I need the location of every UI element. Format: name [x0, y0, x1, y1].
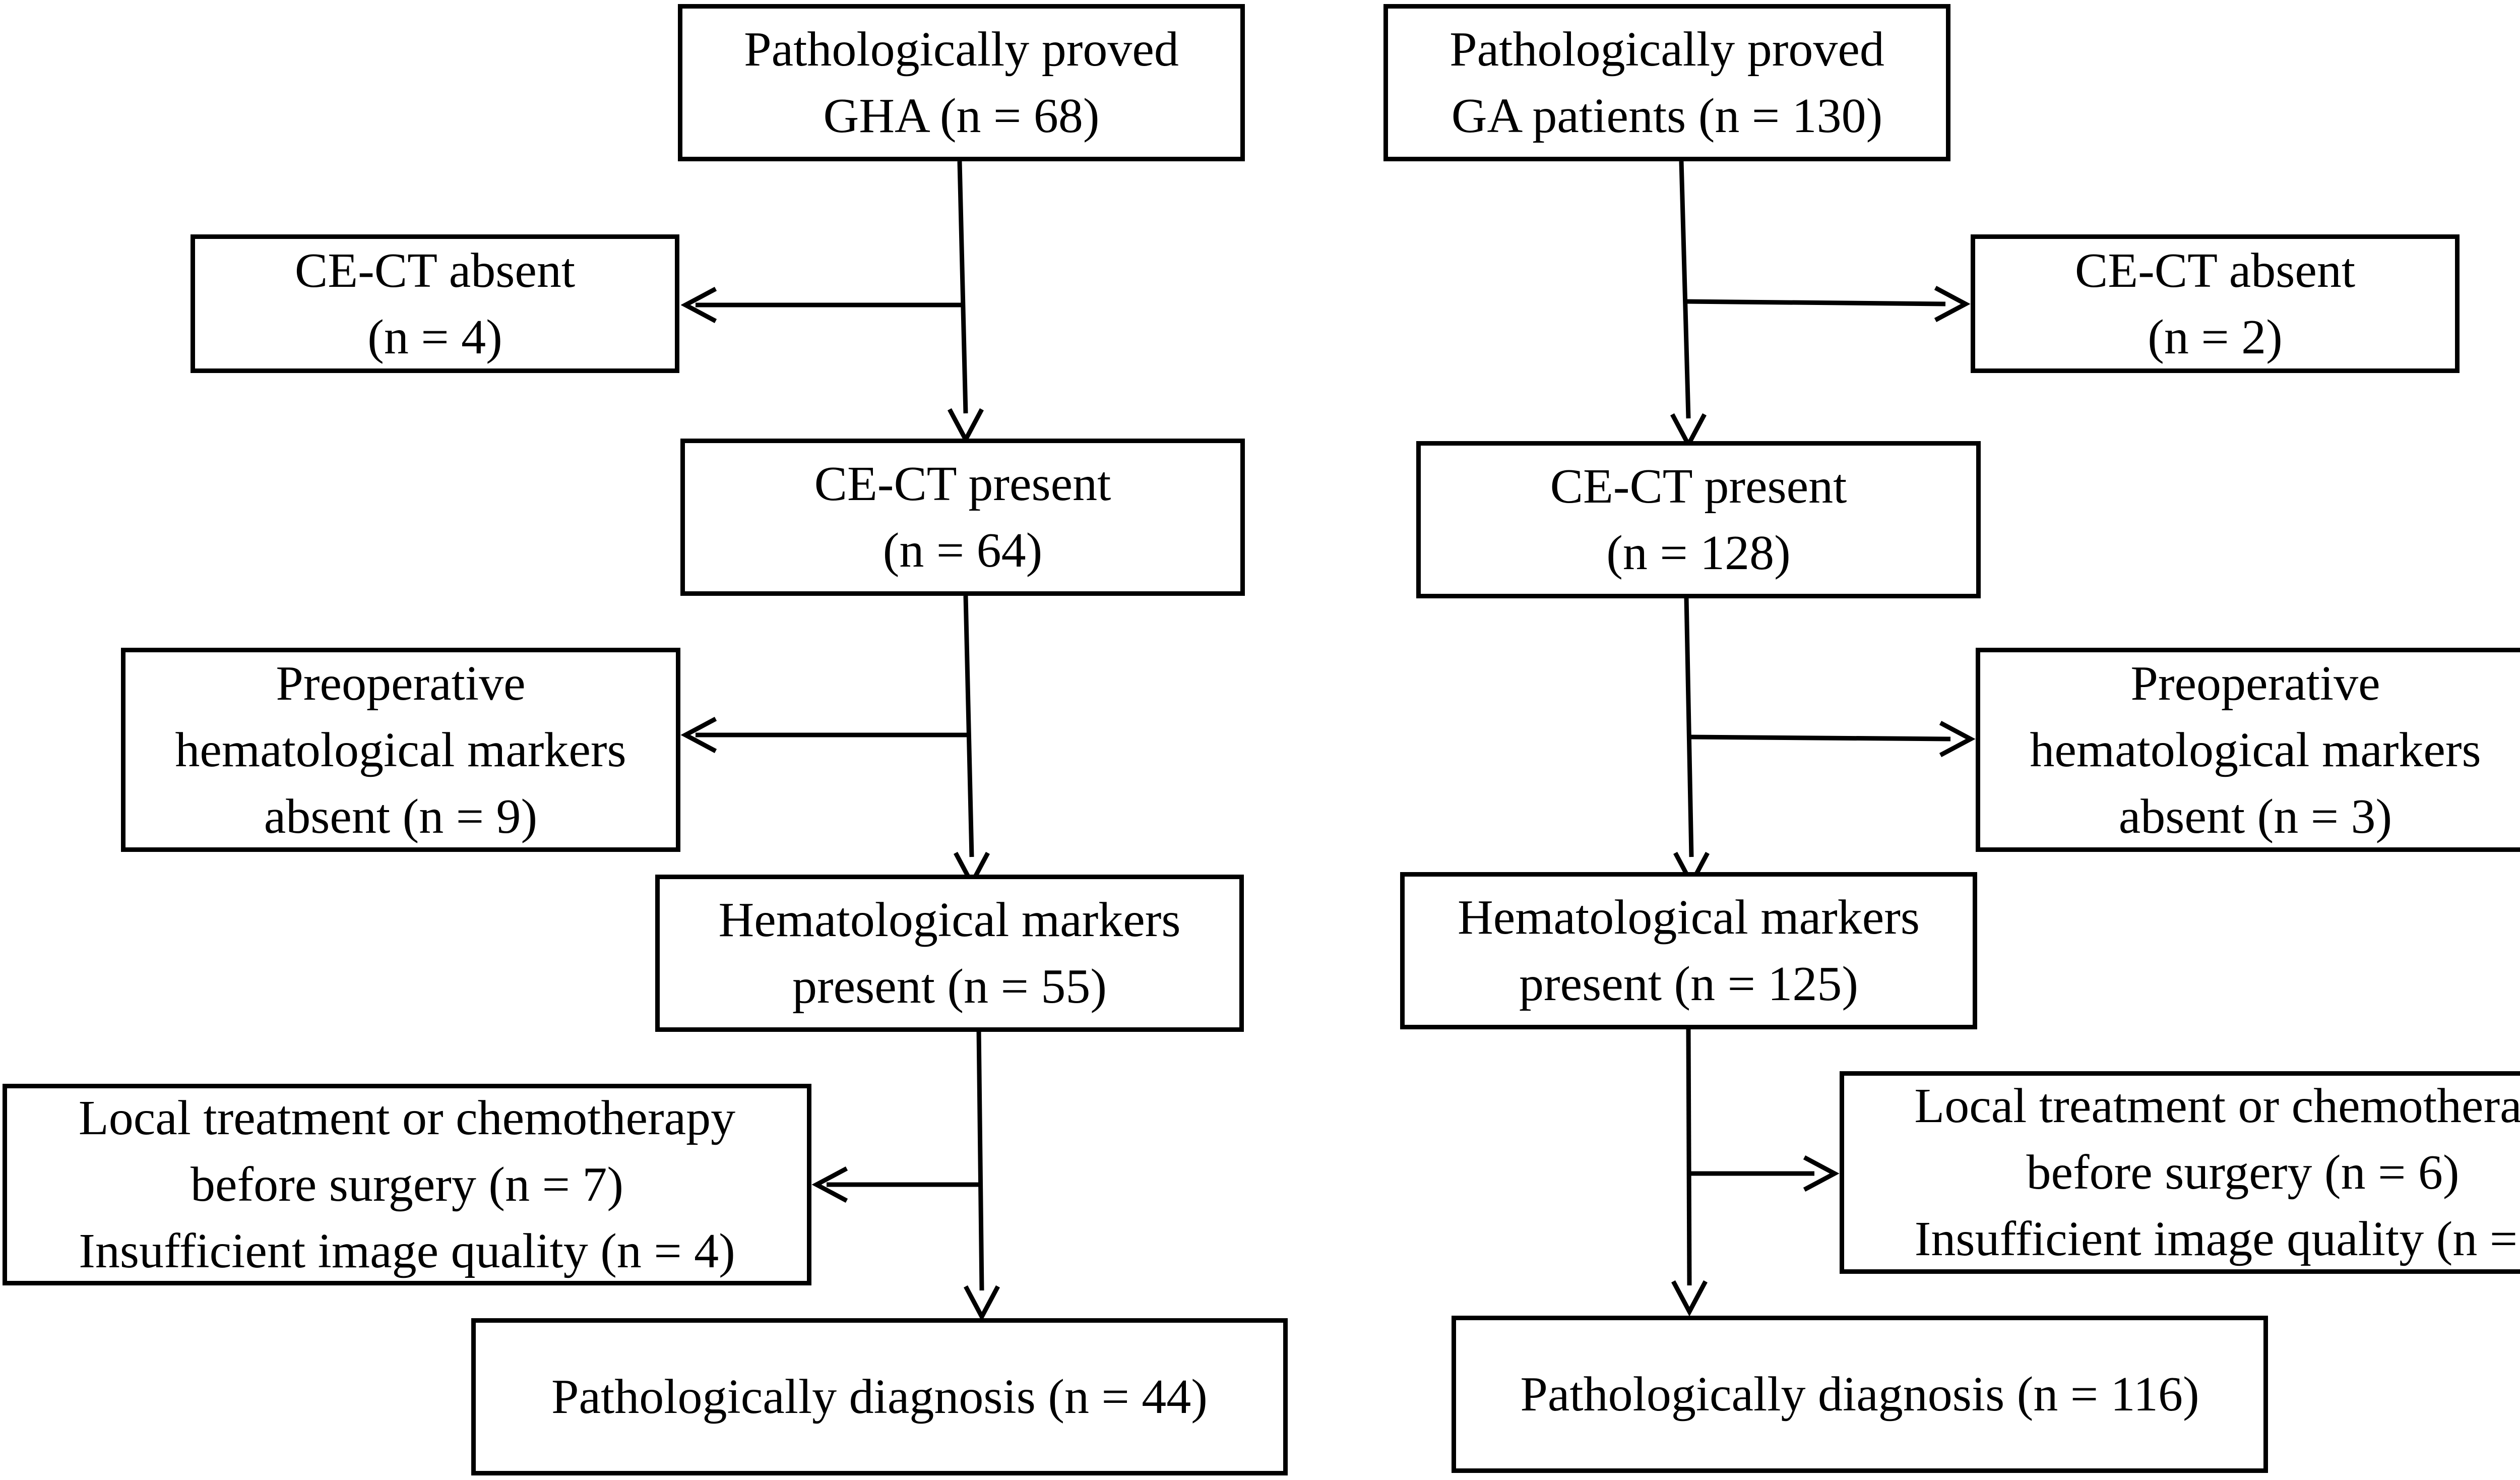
right-exclusion-1-line-1: CE-CT absent: [2074, 243, 2356, 298]
right-exclusion-3-line-1: Local treatment or chemotherapy: [1914, 1079, 2520, 1133]
right-exclusion-3-line-2: before surgery (n = 6): [2026, 1145, 2460, 1200]
left-exclusion-3-line-3: Insufficient image quality (n = 4): [79, 1224, 735, 1278]
right-step-2-line-2: present (n = 125): [1519, 957, 1859, 1011]
left-exclusion-2-line-1: Preoperative: [276, 656, 526, 711]
right-flow-line-3: [1686, 1028, 1692, 1286]
right-branch-arrowhead-1: [1934, 286, 1971, 322]
left-exclusion-1-line-1: CE-CT absent: [294, 243, 576, 298]
left-exclusion-box-2: Preoperative hematological markers absen…: [121, 648, 680, 852]
right-flow-line-2: [1684, 597, 1694, 857]
left-step-1-line-2: (n = 64): [883, 523, 1043, 578]
right-step-box-2: Hematological markers present (n = 125): [1400, 872, 1977, 1029]
left-start-line-2: GHA (n = 68): [823, 89, 1100, 143]
right-exclusion-1-line-2: (n = 2): [2148, 310, 2283, 364]
right-arrowhead-1: [1670, 413, 1707, 450]
right-exclusion-box-2: Preoperative hematological markers absen…: [1976, 648, 2520, 852]
right-exclusion-box-1: CE-CT absent (n = 2): [1971, 234, 2460, 373]
left-exclusion-2-line-3: absent (n = 9): [264, 789, 538, 844]
left-step-1-line-1: CE-CT present: [814, 457, 1111, 511]
right-start-line-2: GA patients (n = 130): [1451, 89, 1883, 143]
right-branch-arrowhead-2: [1939, 721, 1976, 757]
right-exclusion-2-line-1: Preoperative: [2130, 656, 2380, 711]
right-branch-line-1: [1684, 299, 1946, 306]
left-arrowhead-1: [948, 408, 984, 445]
left-flow-line-1: [957, 161, 968, 414]
right-exclusion-2-line-3: absent (n = 3): [2118, 789, 2392, 844]
left-step-box-2: Hematological markers present (n = 55): [655, 875, 1244, 1032]
left-branch-arrowhead-2: [680, 717, 717, 753]
left-final-box: Pathologically diagnosis (n = 44): [471, 1318, 1288, 1475]
left-step-2-line-1: Hematological markers: [718, 893, 1181, 947]
right-step-box-1: CE-CT present (n = 128): [1416, 441, 1981, 598]
left-start-box: Pathologically proved GHA (n = 68): [678, 4, 1245, 161]
left-exclusion-1-line-2: (n = 4): [367, 310, 502, 364]
right-final-line-1: Pathologically diagnosis (n = 116): [1520, 1367, 2199, 1422]
left-exclusion-box-3: Local treatment or chemotherapy before s…: [3, 1084, 811, 1285]
right-step-1-line-1: CE-CT present: [1550, 459, 1847, 514]
left-arrowhead-3: [964, 1285, 1000, 1322]
right-flow-line-1: [1679, 161, 1691, 419]
left-final-line-1: Pathologically diagnosis (n = 44): [551, 1370, 1208, 1424]
right-start-box: Pathologically proved GA patients (n = 1…: [1383, 4, 1950, 161]
right-step-1-line-2: (n = 128): [1606, 526, 1791, 580]
right-branch-line-2: [1689, 734, 1951, 742]
right-exclusion-3-line-3: Insufficient image quality (n = 3): [1914, 1212, 2520, 1266]
left-step-2-line-2: present (n = 55): [792, 959, 1107, 1014]
left-step-box-1: CE-CT present (n = 64): [680, 439, 1245, 596]
left-exclusion-2-line-2: hematological markers: [175, 722, 626, 777]
left-branch-arrowhead-3: [811, 1166, 848, 1203]
right-exclusion-box-3: Local treatment or chemotherapy before s…: [1840, 1071, 2520, 1274]
right-branch-arrowhead-3: [1803, 1155, 1840, 1192]
left-flow-line-3: [976, 1029, 984, 1291]
left-exclusion-3-line-2: before surgery (n = 7): [191, 1157, 623, 1212]
left-exclusion-3-line-1: Local treatment or chemotherapy: [78, 1091, 736, 1145]
right-final-box: Pathologically diagnosis (n = 116): [1452, 1316, 2268, 1473]
right-step-2-line-1: Hematological markers: [1457, 890, 1920, 945]
left-flow-line-2: [963, 595, 974, 857]
left-exclusion-box-1: CE-CT absent (n = 4): [191, 234, 679, 373]
right-arrowhead-3: [1671, 1280, 1708, 1317]
left-branch-arrowhead-1: [680, 287, 717, 323]
left-start-line-1: Pathologically proved: [744, 22, 1179, 77]
right-start-line-1: Pathologically proved: [1450, 22, 1884, 77]
right-exclusion-2-line-2: hematological markers: [2030, 722, 2481, 777]
